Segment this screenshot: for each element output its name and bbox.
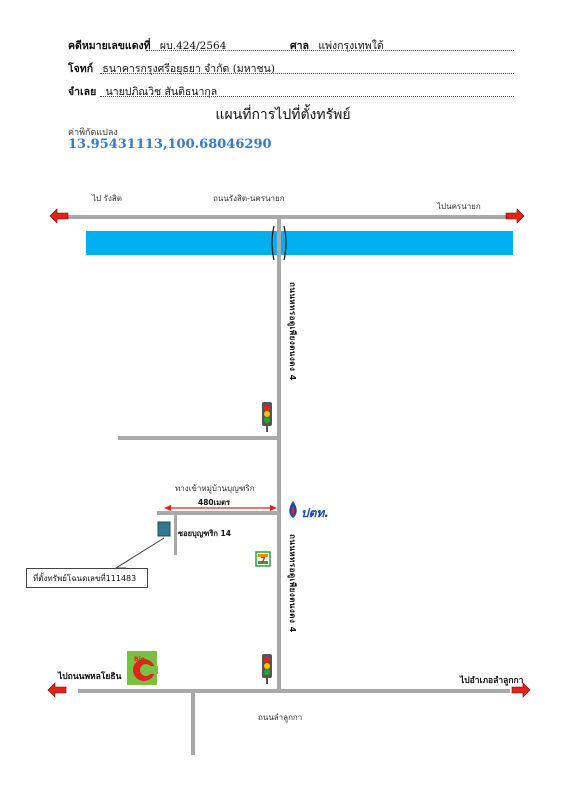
plaintiff-label: โจทก์ xyxy=(68,63,94,75)
traffic-light-lower-icon xyxy=(262,654,272,684)
seven-eleven-icon: 7 xyxy=(255,551,271,567)
vertical-road-upper-label: ถนนหทรอดูเพียงตนงดง 4 xyxy=(288,282,297,381)
defendant-label: จำเลย xyxy=(68,86,97,98)
bigc-logo-icon: Big xyxy=(127,651,158,685)
bridge-right xyxy=(283,225,287,261)
case-dotted-line xyxy=(146,50,514,51)
main-road-label: ถนนรังสิต-นครนายก xyxy=(213,194,285,203)
soi-road xyxy=(157,511,277,515)
defendant-value: นายปภิณวิช สันติธนากุล xyxy=(105,86,218,98)
bridge-left xyxy=(271,225,275,261)
callout-pointer xyxy=(114,537,165,569)
defendant-dotted-line xyxy=(100,96,514,97)
soi-branch xyxy=(174,515,177,555)
traffic-light-upper-icon xyxy=(262,402,272,432)
court-value: แพ่งกรุงเทพใต้ xyxy=(318,40,384,52)
soi-label: ซอยบุญฑริก 14 xyxy=(178,529,231,538)
property-callout: ที่ตั้งทรัพย์โฉนดเลขที่111483 xyxy=(26,568,148,588)
case-label: คดีหมายเลขแดงที่ xyxy=(68,40,151,52)
plaintiff-row: โจทก์ ธนาคารกรุงศรีอยุธยา จำกัด (มหาชน) xyxy=(68,60,275,77)
vertical-road-line xyxy=(277,219,281,691)
distance-arrow-right xyxy=(270,505,277,511)
arrow-left-bottom-icon xyxy=(47,682,67,698)
arrow-right-bottom-icon xyxy=(511,682,531,698)
plaintiff-value: ธนาคารกรุงศรีอยุธยา จำกัด (มหาชน) xyxy=(102,63,275,75)
map-title: แผนที่การไปที่ตั้งทรัพย์ xyxy=(215,107,351,123)
distance-arrow-left xyxy=(164,505,171,511)
coordinates-value: 13.95431113,100.68046290 xyxy=(68,137,272,152)
bottom-branch-road xyxy=(191,693,195,755)
to-nakhon-nayok-label: ไปนครนายก xyxy=(437,202,481,211)
court-label: ศาล xyxy=(290,40,309,52)
distance-label: 480เมตร xyxy=(198,498,231,507)
to-lam-luk-ka-label: ไปอำเภอลำลูกกา xyxy=(460,676,524,686)
ptt-brand-label: ปตท. xyxy=(301,506,329,520)
vertical-road-lower-label: ถนนหทรอดูเพียงตนงดง 4 xyxy=(288,534,297,633)
village-entrance-label: ทางเข้าหมู่บ้านบุญฑริก xyxy=(175,484,255,493)
side-road-upper xyxy=(118,436,278,440)
coordinates-label: ค่าพิกัดแปลง xyxy=(68,128,118,138)
canal xyxy=(86,231,513,255)
main-road-line xyxy=(68,215,512,219)
bottom-road-label: ถนนลำลูกกา xyxy=(258,713,303,722)
case-number-row: คดีหมายเลขแดงที่ ผบ.424/2564 xyxy=(68,37,226,54)
property-marker xyxy=(157,521,171,537)
bottom-road-line xyxy=(78,689,510,693)
case-value: ผบ.424/2564 xyxy=(159,40,227,52)
plaintiff-dotted-line xyxy=(100,73,514,74)
arrow-left-top-icon xyxy=(49,208,69,224)
seven-eleven-digit: 7 xyxy=(260,556,266,565)
ptt-drop-icon xyxy=(289,501,297,518)
defendant-row: จำเลย นายปภิณวิช สันติธนากุล xyxy=(68,83,217,100)
to-rangsit-label: ไป รังสิต xyxy=(92,194,122,203)
to-phahonyothin-label: ไปถนนพหลโยธิน xyxy=(58,672,122,682)
arrow-right-top-icon xyxy=(505,208,525,224)
svg-text:Big: Big xyxy=(134,656,145,663)
court-row: ศาล แพ่งกรุงเทพใต้ xyxy=(290,37,384,54)
